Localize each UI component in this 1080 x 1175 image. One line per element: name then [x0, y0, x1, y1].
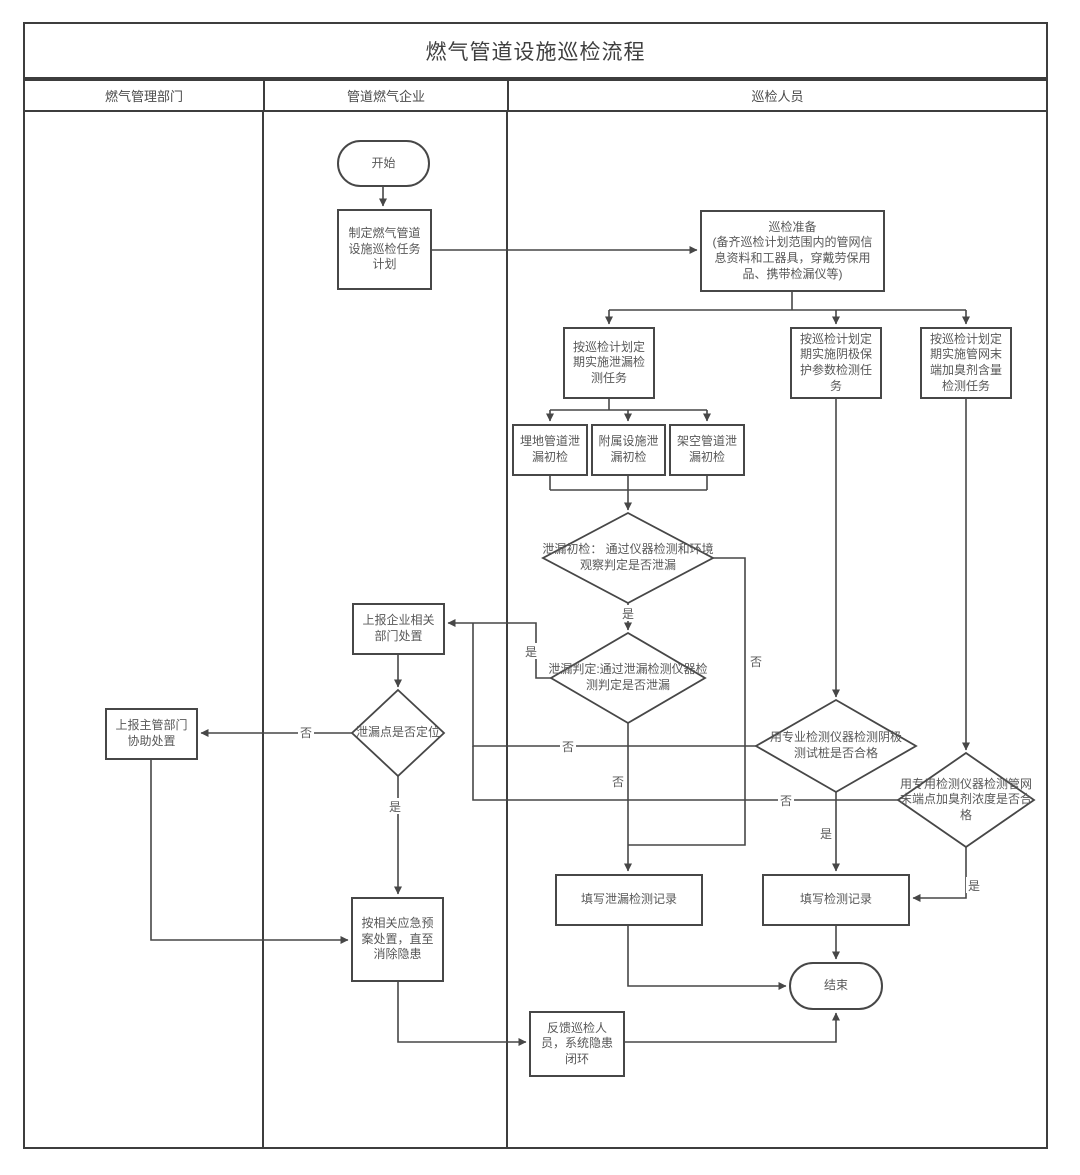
- edge-label-locate-yes: 是: [387, 798, 403, 814]
- node-plan-text: 制定燃气管道设施巡检任务计划: [348, 226, 421, 272]
- node-report-enterprise-text: 上报企业相关部门处置: [362, 613, 435, 643]
- node-prep: 巡检准备 (备齐巡检计划范围内的管网信息资料和工器具，穿戴劳保用品、携带检漏仪等…: [700, 210, 885, 292]
- node-dec-odorant-text: 用专用检测仪器检测管网末端点加臭剂浓度是否合格: [899, 776, 1032, 822]
- lane-divider-2: [506, 110, 508, 1149]
- node-record: 填写检测记录: [762, 874, 910, 926]
- node-report-authority-text: 上报主管部门协助处置: [115, 718, 188, 748]
- lane-header-enterprise-text: 管道燃气企业: [346, 89, 425, 104]
- node-report-enterprise: 上报企业相关部门处置: [352, 603, 445, 655]
- node-task-cathodic: 按巡检计划定期实施阴极保护参数检测任务: [790, 327, 882, 399]
- edge-recordleak-to-end: [627, 926, 787, 990]
- node-dec-confirm: 泄漏判定:通过泄漏检测仪器检测判定是否泄漏: [548, 640, 708, 716]
- diamond-dec-odorant: [896, 751, 1036, 849]
- lane-header-inspector: 巡检人员: [507, 79, 1048, 112]
- edge-label-cathodic-no: 否: [560, 738, 576, 754]
- node-sub-buried-text: 埋地管道泄漏初检: [519, 434, 580, 464]
- edge-authority-to-emergency: [150, 760, 349, 944]
- node-dec-cathodic-text: 用专业检测仪器检测阴极测试桩是否合格: [769, 730, 902, 760]
- node-task-odorant-text: 按巡检计划定期实施管网末端加臭剂含量检测任务: [929, 331, 1002, 393]
- node-dec-odorant: 用专用检测仪器检测管网末端点加臭剂浓度是否合格: [896, 762, 1036, 838]
- edge-label-confirm-no: 否: [610, 773, 626, 789]
- lane-header-authority-text: 燃气管理部门: [104, 89, 183, 104]
- node-record-leak-text: 填写泄漏检测记录: [580, 892, 677, 907]
- edge-emergency-to-feedback: [397, 982, 527, 1046]
- node-sub-attached-text: 附属设施泄漏初检: [598, 434, 659, 464]
- node-dec-locate: 泄漏点是否定位: [356, 705, 440, 761]
- node-dec-initial: 泄漏初检： 通过仪器检测和环境观察判定是否泄漏: [540, 520, 716, 596]
- node-feedback-text: 反馈巡检人员，系统隐患闭环: [540, 1020, 613, 1066]
- frame-bottom: [23, 1147, 1048, 1149]
- edge-label-confirm-yes: 是: [523, 643, 539, 659]
- edge-label-cathodic-yes: 是: [818, 825, 834, 841]
- node-report-authority: 上报主管部门协助处置: [105, 708, 198, 760]
- node-start-text: 开始: [371, 155, 396, 170]
- edge-label-initial-no: 否: [748, 653, 764, 669]
- node-task-leak: 按巡检计划定期实施泄漏检测任务: [563, 327, 655, 399]
- edge-label-odorant-yes: 是: [966, 877, 982, 893]
- diamond-dec-initial: [541, 511, 715, 605]
- diagram-title: 燃气管道设施巡检流程: [23, 22, 1048, 79]
- node-sub-overhead: 架空管道泄漏初检: [669, 424, 745, 476]
- edge-odorant-yes: [912, 847, 967, 902]
- edge-feedback-to-end: [625, 1012, 840, 1043]
- node-prep-title: 巡检准备: [768, 219, 817, 234]
- diagram-title-text: 燃气管道设施巡检流程: [425, 40, 646, 64]
- node-record-text: 填写检测记录: [799, 892, 872, 907]
- edge-label-odorant-no: 否: [778, 792, 794, 808]
- edge-label-initial-yes: 是: [620, 605, 636, 621]
- node-task-leak-text: 按巡检计划定期实施泄漏检测任务: [572, 339, 645, 385]
- edge-initial-no: [628, 557, 746, 846]
- node-end: 结束: [789, 962, 883, 1010]
- lane-header-inspector-text: 巡检人员: [751, 89, 804, 104]
- node-sub-buried: 埋地管道泄漏初检: [512, 424, 588, 476]
- lane-divider-1: [262, 110, 264, 1149]
- node-end-text: 结束: [823, 978, 848, 993]
- node-dec-locate-text: 泄漏点是否定位: [356, 725, 441, 740]
- diamond-dec-locate: [350, 688, 446, 778]
- node-emergency-text: 按相关应急预案处置，直至消除隐患: [361, 916, 434, 962]
- diamond-dec-confirm: [549, 631, 707, 725]
- node-task-odorant: 按巡检计划定期实施管网末端加臭剂含量检测任务: [920, 327, 1012, 399]
- diamond-dec-cathodic: [754, 698, 918, 794]
- node-plan: 制定燃气管道设施巡检任务计划: [337, 209, 432, 290]
- node-sub-attached: 附属设施泄漏初检: [591, 424, 666, 476]
- node-task-cathodic-text: 按巡检计划定期实施阴极保护参数检测任务: [799, 331, 872, 393]
- edge-label-locate-no: 否: [298, 724, 314, 740]
- node-dec-cathodic: 用专业检测仪器检测阴极测试桩是否合格: [766, 708, 906, 784]
- node-start: 开始: [337, 140, 430, 187]
- frame-left: [23, 110, 25, 1149]
- edge-odorant-no: [472, 746, 898, 801]
- frame-right: [1046, 110, 1048, 1149]
- node-record-leak: 填写泄漏检测记录: [555, 874, 703, 926]
- node-emergency: 按相关应急预案处置，直至消除隐患: [351, 897, 444, 982]
- node-feedback: 反馈巡检人员，系统隐患闭环: [529, 1011, 625, 1077]
- node-sub-overhead-text: 架空管道泄漏初检: [676, 434, 737, 464]
- node-prep-detail: (备齐巡检计划范围内的管网信息资料和工器具，穿戴劳保用品、携带检漏仪等): [712, 235, 873, 281]
- node-dec-initial-text: 泄漏初检： 通过仪器检测和环境观察判定是否泄漏: [542, 542, 714, 572]
- node-dec-confirm-text: 泄漏判定:通过泄漏检测仪器检测判定是否泄漏: [548, 662, 708, 692]
